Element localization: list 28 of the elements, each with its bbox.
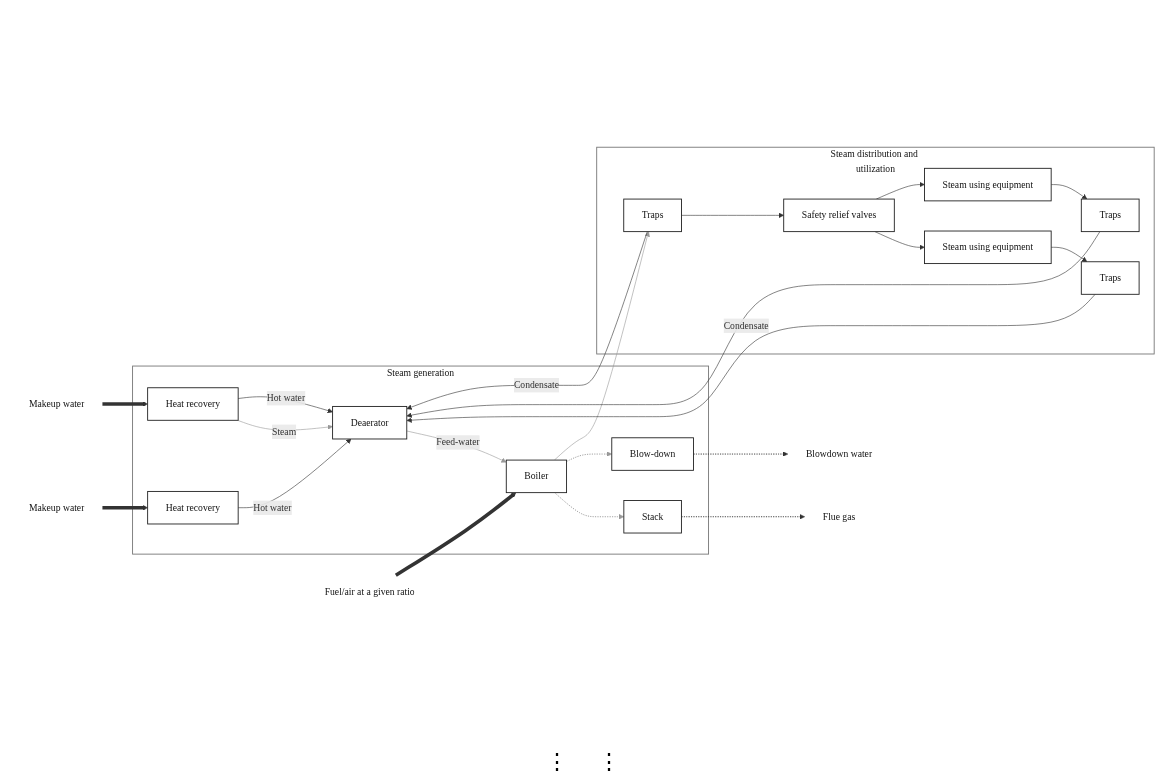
arrow bbox=[102, 401, 148, 407]
node-box: Safety relief valves bbox=[783, 198, 895, 233]
arrow bbox=[394, 492, 517, 577]
node-box: Boiler bbox=[505, 459, 567, 494]
node-box: Stack bbox=[623, 500, 682, 534]
ellipsis-mark: ⋮ bbox=[545, 749, 568, 775]
arrow bbox=[102, 505, 148, 511]
ellipsis-mark: ⋮ bbox=[597, 749, 620, 775]
node-box: Steam using equipment bbox=[924, 167, 1052, 202]
node-text: Blowdown water bbox=[805, 448, 873, 459]
node-text: Makeup water bbox=[28, 502, 85, 513]
node-box: Steam using equipment bbox=[924, 230, 1052, 264]
node-text: Flue gas bbox=[822, 511, 856, 522]
edge-label: Condensate bbox=[513, 379, 559, 391]
node-text: Makeup water bbox=[28, 398, 85, 409]
edge-label: Hot water bbox=[253, 502, 292, 513]
edge-label: Hot water bbox=[266, 392, 306, 404]
node-box: Blow-down bbox=[611, 437, 694, 471]
edge-label: Condensate bbox=[723, 320, 769, 331]
node-box: Deaerator bbox=[332, 406, 408, 440]
node-box: Traps bbox=[623, 198, 682, 233]
node-box: Heat recovery bbox=[147, 491, 239, 525]
edge-label: Feed-water bbox=[436, 437, 480, 448]
edge-label: Steam bbox=[272, 426, 297, 437]
node-text: Fuel/air at a given ratio bbox=[324, 586, 415, 597]
node-box: Heat recovery bbox=[147, 387, 239, 421]
node-box: Traps bbox=[1080, 198, 1140, 233]
node-box: Traps bbox=[1080, 261, 1140, 295]
